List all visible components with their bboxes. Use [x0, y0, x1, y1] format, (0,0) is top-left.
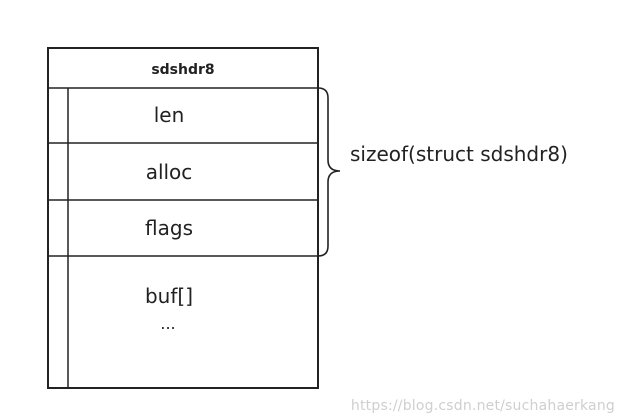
field-len-label: len [154, 103, 185, 127]
field-alloc-label: alloc [146, 160, 193, 184]
field-buf-label: buf[] [145, 284, 193, 308]
struct-outer-box [47, 47, 319, 389]
struct-title: sdshdr8 [151, 62, 214, 78]
sizeof-label: sizeof(struct sdshdr8) [350, 142, 568, 166]
field-flags-label: flags [145, 216, 193, 240]
sizeof-brace [317, 87, 341, 257]
field-buf-ellipsis: ... [160, 314, 175, 333]
watermark-url: https://blog.csdn.net/suchahaerkang [350, 398, 615, 414]
